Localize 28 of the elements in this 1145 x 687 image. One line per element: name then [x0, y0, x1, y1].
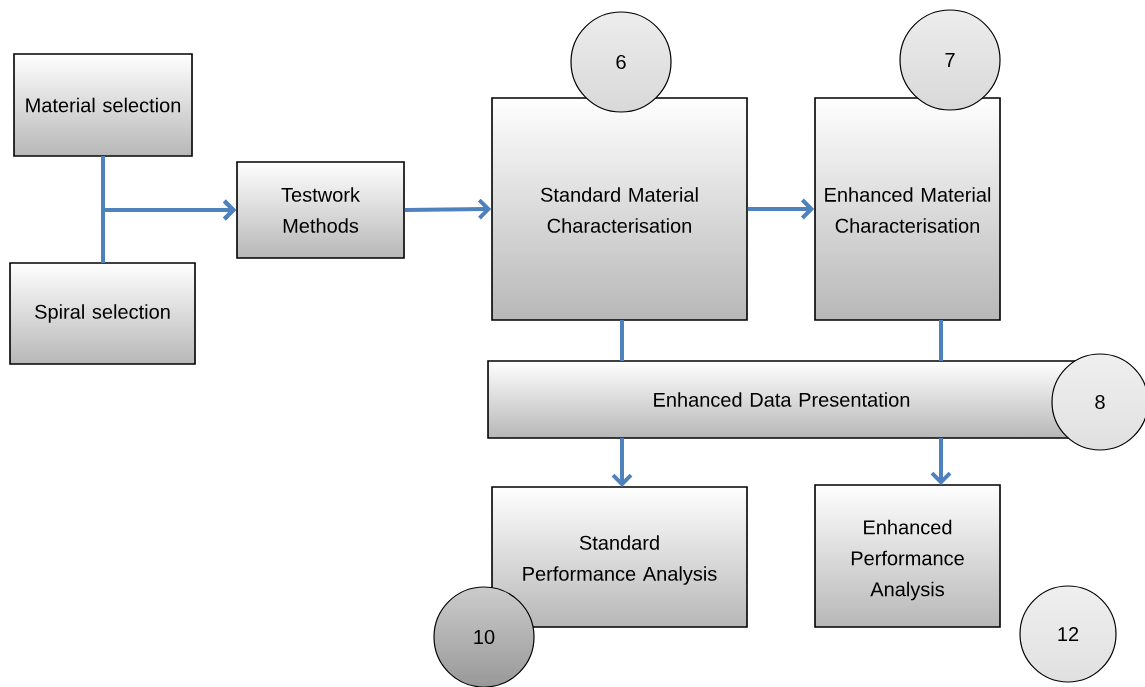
process-box [491, 486, 748, 628]
circle-number: 10 [474, 629, 495, 645]
circle-number: 6 [616, 54, 626, 70]
process-box [236, 161, 405, 259]
circle-number: 12 [1058, 627, 1079, 641]
process-box [13, 53, 193, 157]
box-label: Material selection [26, 97, 181, 113]
process-box [491, 97, 748, 321]
number-circle [899, 9, 1001, 111]
arrow [404, 198, 492, 220]
box-label: Enhanced Performance Analysis [851, 519, 964, 601]
box-label: Testwork Methods [281, 187, 360, 233]
arrow [930, 438, 952, 485]
box-label: Spiral selection [35, 304, 170, 323]
circle-number: 8 [1095, 394, 1105, 410]
circle-number: 7 [945, 53, 955, 67]
process-box [9, 262, 196, 365]
number-circle [433, 586, 535, 687]
arrow [611, 438, 633, 487]
box-label: Standard Material Characterisation [540, 187, 698, 233]
number-circle [570, 11, 672, 113]
arrow [101, 199, 237, 263]
box-label: Standard Performance Analysis [523, 535, 717, 585]
process-box [814, 484, 1001, 628]
box-label: Enhanced Data Presentation [654, 392, 910, 407]
box-label: Enhanced Material Characterisation [825, 187, 991, 233]
arrow [747, 198, 815, 220]
number-circle [1019, 585, 1117, 683]
